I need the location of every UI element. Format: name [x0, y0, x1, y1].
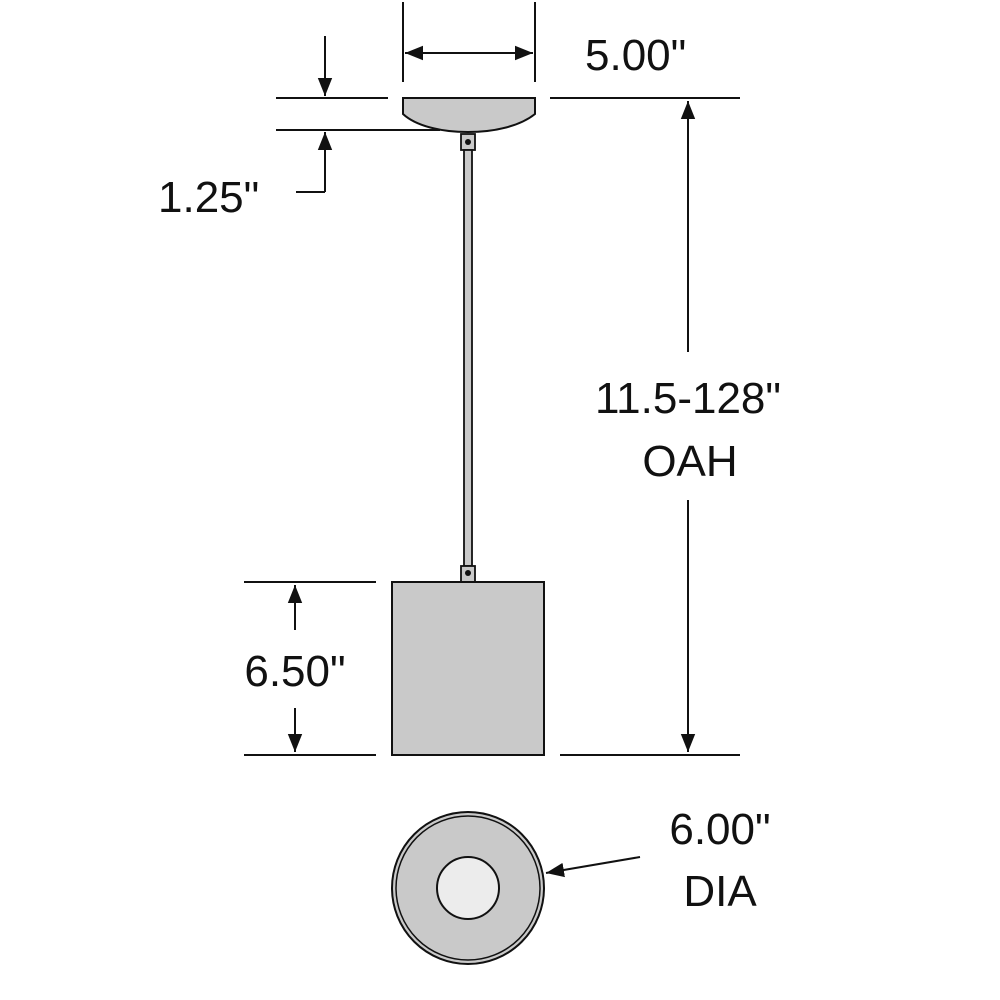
canopy-height-dimension: 1.25"	[158, 36, 440, 222]
diameter-unit-label: DIA	[683, 867, 757, 916]
diameter-callout: 6.00" DIA	[545, 805, 771, 916]
canopy	[402, 97, 536, 134]
shade	[391, 581, 545, 756]
overall-height-value-label: 11.5-128"	[595, 374, 781, 423]
stem	[460, 133, 476, 583]
canopy-width-label: 5.00"	[585, 31, 686, 80]
overall-height-dimension: 11.5-128" OAH	[550, 97, 781, 756]
shade-bottom-view	[391, 811, 545, 965]
diameter-value-label: 6.00"	[669, 805, 770, 854]
canopy-width-dimension: 5.00"	[402, 2, 686, 82]
shade-height-label: 6.50"	[244, 647, 345, 696]
canopy-height-label: 1.25"	[158, 173, 259, 222]
overall-height-unit-label: OAH	[642, 437, 737, 486]
shade-height-dimension: 6.50"	[244, 581, 376, 756]
